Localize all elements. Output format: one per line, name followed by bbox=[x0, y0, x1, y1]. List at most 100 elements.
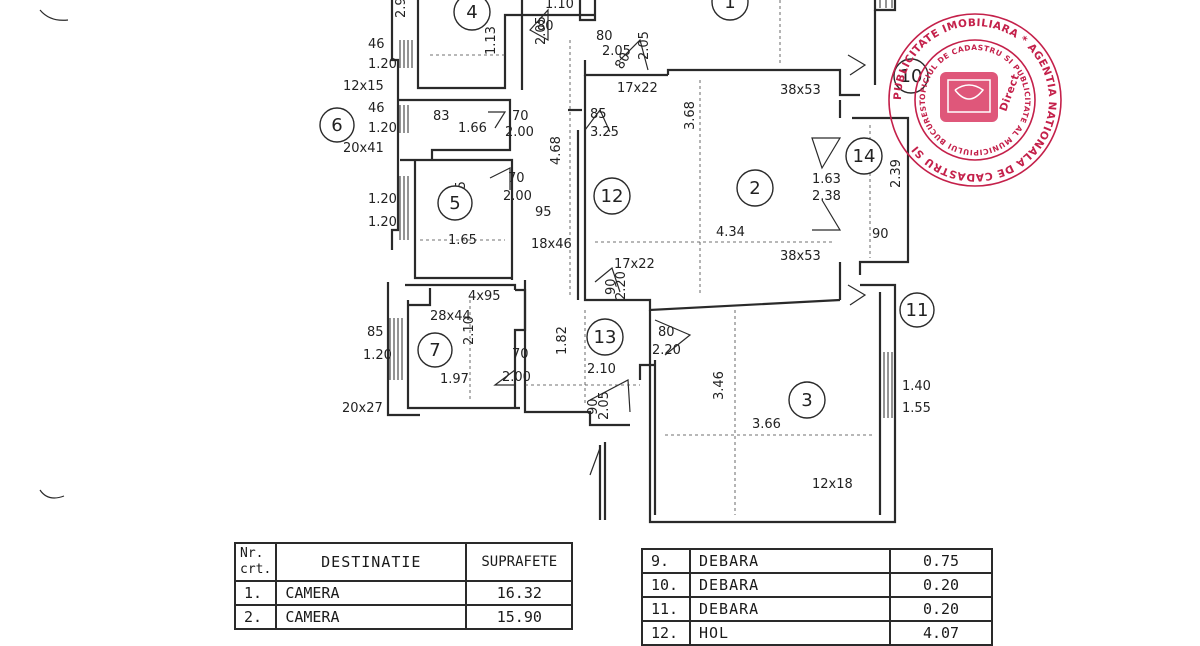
dimension-label: 1.20 bbox=[368, 215, 397, 230]
outer-walls bbox=[386, 0, 910, 524]
dimension-label: 90 bbox=[586, 398, 601, 415]
room-number: 3 bbox=[801, 390, 812, 411]
dimension-label: 1.20 bbox=[368, 57, 397, 72]
room-number: 6 bbox=[331, 115, 342, 136]
dimension-label: 95 bbox=[535, 205, 552, 220]
table-header-row: Nr. crt. DESTINATIE SUPRAFETE bbox=[233, 542, 574, 582]
dimension-label: 2.00 bbox=[505, 125, 534, 140]
dimension-label: 4x95 bbox=[468, 289, 501, 304]
row-name: HOL bbox=[689, 620, 891, 646]
dimension-label: 80 bbox=[596, 29, 613, 44]
row-nr: 10. bbox=[641, 572, 691, 598]
room-number: 4 bbox=[466, 2, 477, 23]
dimension-label: 1.10 bbox=[545, 0, 574, 12]
room-marker-10: 10 bbox=[893, 58, 929, 94]
dimension-label: 20x27 bbox=[342, 401, 383, 416]
official-stamp: PUBLICITATE IMOBILIARA * AGENTIA NATIONA… bbox=[0, 0, 1062, 187]
room-marker-13: 13 bbox=[586, 318, 624, 356]
row-value: 16.32 bbox=[465, 580, 574, 606]
dimension-label: 1.66 bbox=[458, 121, 487, 136]
table-row: 1. CAMERA 16.32 bbox=[233, 580, 574, 606]
dimension-label: 2.05 bbox=[534, 16, 549, 45]
dimension-label: 2.39 bbox=[889, 159, 904, 188]
punch-hole-mark-bottom bbox=[39, 489, 65, 499]
room-number: 11 bbox=[906, 300, 929, 321]
dimension-label: 83 bbox=[433, 109, 450, 124]
dimension-label: 1.63 bbox=[812, 172, 841, 187]
dimension-label: 2.00 bbox=[502, 370, 531, 385]
dimension-label: 3.66 bbox=[752, 417, 781, 432]
dimension-lines bbox=[420, 0, 875, 515]
room-marker-14: 14 bbox=[845, 137, 883, 175]
table-row: 12. HOL 4.07 bbox=[641, 620, 993, 646]
row-name: CAMERA bbox=[275, 580, 468, 606]
row-nr: 1. bbox=[233, 580, 278, 606]
table-row: 9. DEBARA 0.75 bbox=[641, 548, 993, 574]
table-row: 2. CAMERA 15.90 bbox=[233, 604, 574, 630]
dimension-label: 70 bbox=[512, 109, 529, 124]
room-number: 14 bbox=[853, 146, 876, 167]
table-row: 10. DEBARA 0.20 bbox=[641, 572, 993, 598]
row-value: 15.90 bbox=[465, 604, 574, 630]
dimension-label: 12x15 bbox=[343, 79, 384, 94]
row-name: DEBARA bbox=[689, 548, 891, 574]
dimension-label: 4.34 bbox=[716, 225, 745, 240]
room-number: 2 bbox=[749, 178, 760, 199]
dimension-label: 2.00 bbox=[503, 189, 532, 204]
dimension-label: 28x44 bbox=[430, 309, 471, 324]
dimension-label: 3.25 bbox=[590, 125, 619, 140]
dimension-label: 90 bbox=[604, 278, 619, 295]
room-marker-4: 4 bbox=[453, 0, 491, 31]
row-value: 4.07 bbox=[889, 620, 993, 646]
door-swings bbox=[488, 8, 867, 413]
dimension-label: 2.20 bbox=[614, 271, 629, 300]
room-marker-3: 3 bbox=[788, 381, 826, 419]
row-value: 0.20 bbox=[889, 572, 993, 598]
stamp-emblem bbox=[940, 72, 998, 122]
row-nr: 2. bbox=[233, 604, 278, 630]
dimension-label: 38x53 bbox=[780, 249, 821, 264]
room-number: 10 bbox=[900, 66, 923, 87]
table-row: 11. DEBARA 0.20 bbox=[641, 596, 993, 622]
row-nr: 12. bbox=[641, 620, 691, 646]
dimension-label: 80 bbox=[658, 325, 675, 340]
windows bbox=[389, 0, 893, 418]
surfaces-table-right: 9. DEBARA 0.75 10. DEBARA 0.20 11. DEBAR… bbox=[641, 548, 993, 646]
dimension-label: 2.05 bbox=[597, 391, 612, 420]
dimension-label: 85 bbox=[367, 325, 384, 340]
dimension-label: 12x18 bbox=[812, 477, 853, 492]
dimension-label: 2.10 bbox=[587, 362, 616, 377]
dimension-label: 46 bbox=[368, 101, 385, 116]
punch-hole-mark-top bbox=[39, 9, 69, 21]
dimension-label: 2.05 bbox=[602, 44, 631, 59]
room-marker-7: 7 bbox=[417, 332, 453, 368]
room-number: 7 bbox=[429, 340, 440, 361]
dimension-label: 46 bbox=[368, 37, 385, 52]
header-destinatie: DESTINATIE bbox=[275, 542, 468, 582]
room-marker-6: 6 bbox=[319, 107, 355, 143]
row-nr: 11. bbox=[641, 596, 691, 622]
row-value: 0.75 bbox=[889, 548, 993, 574]
dimension-label: 3.46 bbox=[712, 371, 727, 400]
dimension-label: 1.20 bbox=[368, 121, 397, 136]
row-nr: 9. bbox=[641, 548, 691, 574]
dimension-label: 2.38 bbox=[812, 189, 841, 204]
room-number: 13 bbox=[594, 327, 617, 348]
surfaces-table-left: Nr. crt. DESTINATIE SUPRAFETE 1. CAMERA … bbox=[233, 542, 574, 630]
dimension-label: 4.68 bbox=[549, 136, 564, 165]
dimension-label: 1.65 bbox=[448, 233, 477, 248]
dimension-label: 3.68 bbox=[683, 101, 698, 130]
dimension-label: 70 bbox=[508, 171, 525, 186]
dimension-label: 80 bbox=[537, 19, 554, 34]
dimension-label: 2.10 bbox=[462, 316, 477, 345]
dimension-label: 90 bbox=[872, 227, 889, 242]
dimension-label: 17x22 bbox=[614, 257, 655, 272]
dimension-label: 80 bbox=[612, 50, 633, 72]
row-value: 0.20 bbox=[889, 596, 993, 622]
room-marker-5: 5 bbox=[437, 185, 473, 221]
dimension-label: 2.20 bbox=[652, 343, 681, 358]
room-marker-1: 1 bbox=[711, 0, 749, 21]
